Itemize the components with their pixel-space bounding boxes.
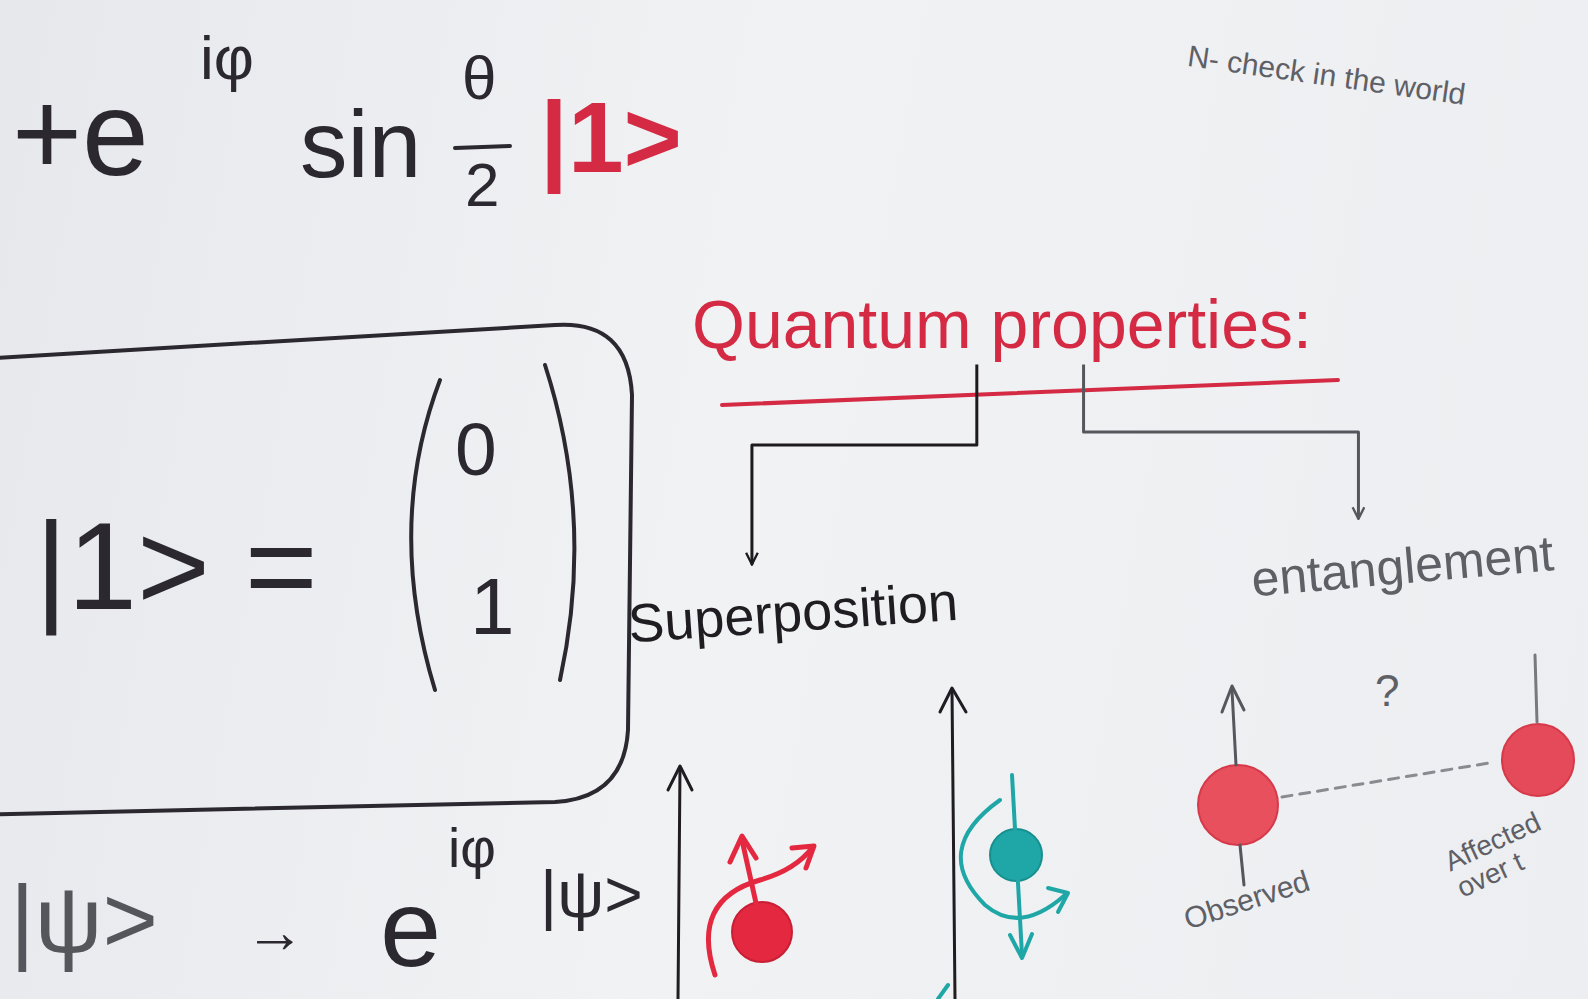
arrow-symbol: → bbox=[245, 900, 305, 963]
spin-line bbox=[1535, 655, 1537, 722]
spin-arrow bbox=[1012, 775, 1022, 955]
property-node: Superposition bbox=[622, 568, 964, 656]
affected-particle bbox=[1502, 724, 1574, 796]
rotation-arrow bbox=[961, 800, 1065, 918]
property-text: entanglement bbox=[1249, 527, 1555, 606]
property-text: Superposition bbox=[626, 573, 959, 653]
fraction-numerator: θ bbox=[462, 45, 496, 110]
formula-term: sin bbox=[300, 95, 421, 195]
rotation-arrowhead bbox=[792, 846, 814, 868]
ket-symbol: |1> bbox=[540, 85, 682, 190]
spin-line bbox=[1232, 690, 1236, 765]
ket-symbol: |ψ> bbox=[10, 870, 158, 970]
fraction-denominator: 2 bbox=[465, 152, 499, 217]
formula-term: +e bbox=[12, 70, 149, 196]
axis-arrowhead bbox=[940, 688, 966, 712]
caption-text: Affected over t bbox=[1440, 795, 1583, 903]
spin-arrowhead bbox=[1222, 686, 1244, 712]
observed-particle bbox=[1198, 765, 1278, 845]
box-outline-path bbox=[0, 325, 632, 815]
entanglement-link bbox=[1282, 762, 1495, 797]
formula-term: e bbox=[380, 870, 441, 986]
matrix-bracket bbox=[411, 380, 440, 690]
matrix-entry: 1 bbox=[470, 565, 515, 649]
spin-arrowhead bbox=[730, 836, 756, 862]
matrix-entry: 0 bbox=[455, 410, 497, 489]
rotation-arrowhead bbox=[1048, 888, 1068, 912]
spin-line bbox=[1240, 845, 1244, 885]
spin-arrowhead bbox=[1010, 934, 1032, 958]
ket-symbol: |ψ> bbox=[540, 860, 643, 929]
boxed-equation: |1> = 0 1 bbox=[0, 320, 640, 810]
exponent: iφ bbox=[200, 25, 254, 90]
cyan-stroke bbox=[938, 985, 948, 999]
rotation-arrow bbox=[708, 848, 812, 975]
property-node: entanglement bbox=[1245, 523, 1560, 610]
heading-node: Quantum properties: bbox=[688, 285, 1316, 364]
ket-symbol: |1> = bbox=[35, 500, 318, 631]
note-text: N- check in the world bbox=[1186, 40, 1468, 110]
heading-text: Quantum properties: bbox=[692, 289, 1312, 360]
axis-line bbox=[678, 768, 680, 999]
axis-line bbox=[952, 690, 955, 999]
fraction-bar bbox=[455, 146, 510, 148]
matrix-bracket bbox=[545, 365, 574, 680]
question-mark: ? bbox=[1375, 668, 1399, 714]
caption-text: Observed bbox=[1180, 865, 1313, 935]
connector-arrow bbox=[1084, 364, 1359, 519]
exponent: iφ bbox=[448, 820, 496, 878]
axis-arrowhead bbox=[668, 766, 692, 790]
heading-underline bbox=[722, 380, 1338, 405]
connector-arrow bbox=[752, 364, 977, 564]
